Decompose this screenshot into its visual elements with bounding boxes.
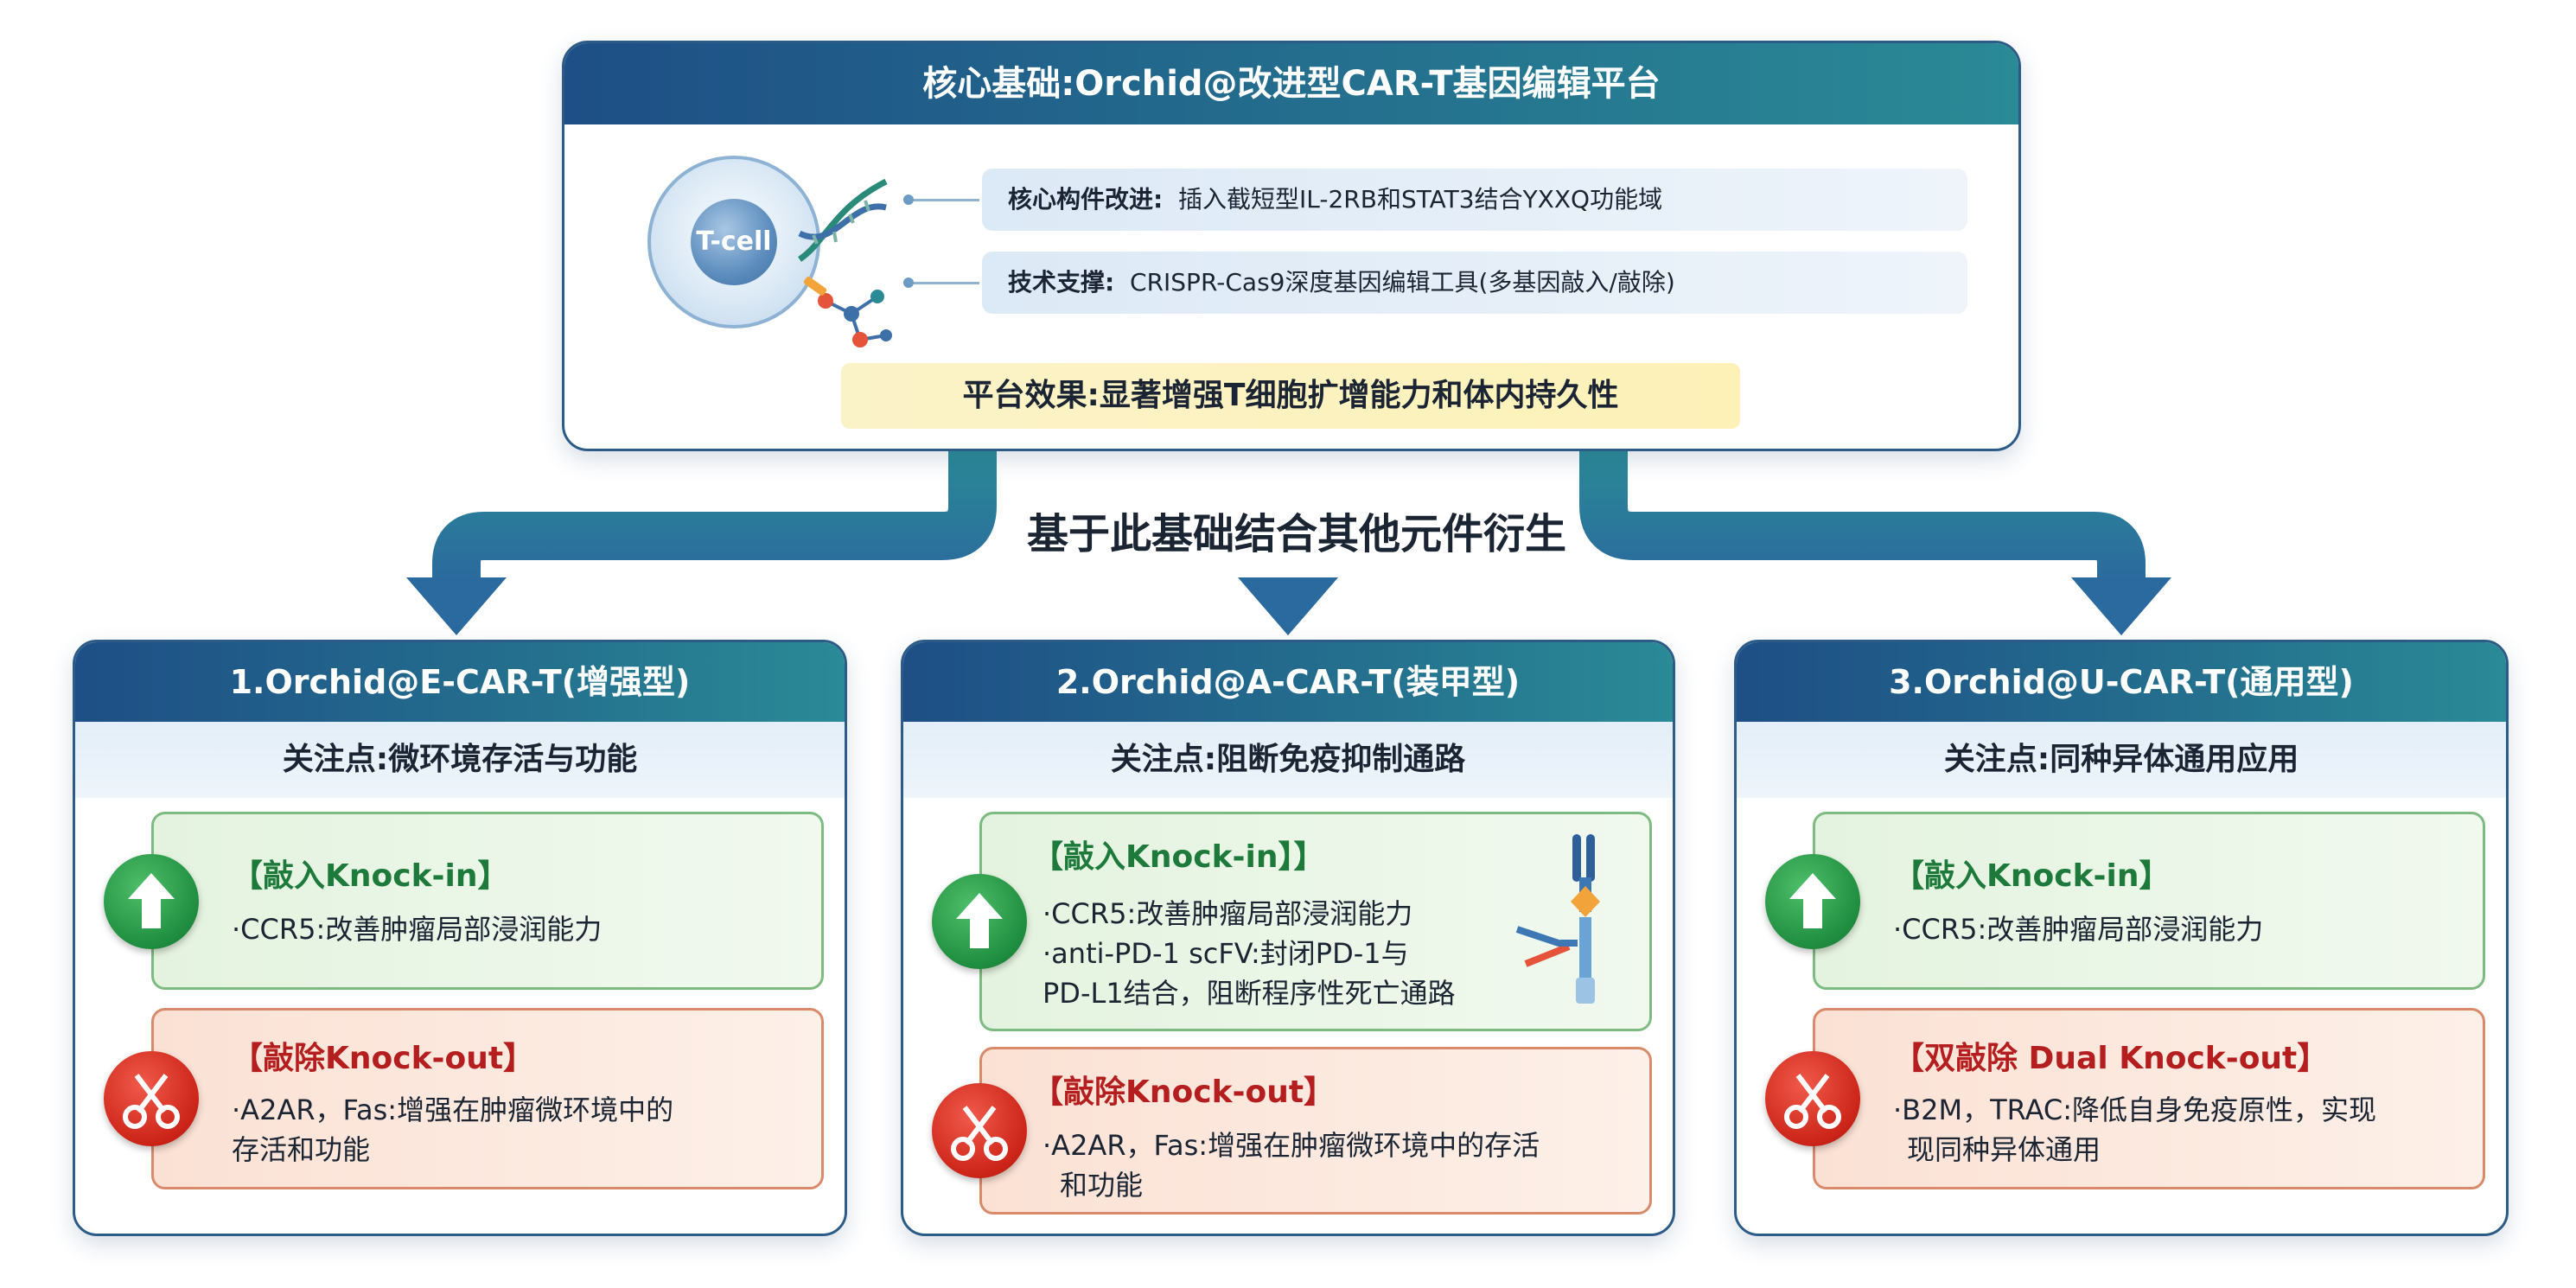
card-title: 3.Orchid@U-CAR-T(通用型) (1737, 642, 2506, 722)
molecule-editing-icon (803, 277, 892, 348)
knock-out-line: ·A2AR，Fas:增强在肿瘤微环境中的存活 (1043, 1129, 1540, 1162)
knock-in-title: 【敲入Knock-in】 (1893, 858, 2171, 894)
up-arrow-icon (932, 874, 1027, 969)
knock-in-box: 【敲入Knock-in】】 ·CCR5:改善肿瘤局部浸润能力 ·anti-PD-… (979, 812, 1652, 1031)
row2-dot (903, 277, 914, 288)
tech-support-text: CRISPR-Cas9深度基因编辑工具(多基因敲入/敲除) (1130, 268, 1675, 296)
scissors-icon (932, 1083, 1027, 1178)
core-component-row: 核心构件改进: 插入截短型IL-2RB和STAT3结合YXXQ功能域 (982, 169, 1967, 231)
knock-out-title: 【双敲除 Dual Knock-out】 (1893, 1041, 2329, 1076)
card-title: 1.Orchid@E-CAR-T(增强型) (75, 642, 845, 722)
card-title: 2.Orchid@A-CAR-T(装甲型) (903, 642, 1673, 722)
knock-out-line: 和功能 (1060, 1169, 1144, 1202)
card-a-car-t: 2.Orchid@A-CAR-T(装甲型) 关注点:阻断免疫抑制通路 【敲入Kn… (901, 640, 1675, 1236)
knock-in-title: 【敲入Knock-in】 (232, 858, 509, 894)
card-focus: 关注点:同种异体通用应用 (1737, 722, 2506, 798)
t-cell-icon (647, 156, 820, 328)
knock-out-line: ·B2M，TRAC:降低自身免疫原性，实现 (1893, 1094, 2377, 1126)
up-arrow-icon (1765, 854, 1860, 949)
arrow-right-branch (1579, 450, 2146, 581)
connector-label: 基于此基础结合其他元件衍生 (1026, 510, 1566, 558)
core-component-label: 核心构件改进: (1008, 185, 1164, 214)
knock-in-line: ·CCR5:改善肿瘤局部浸润能力 (1043, 897, 1413, 930)
up-arrow-icon (104, 854, 199, 949)
tech-support-label: 技术支撑: (1008, 268, 1115, 296)
knock-in-line: PD-L1结合，阻断程序性死亡通路 (1043, 977, 1456, 1010)
t-cell-label: T-cell (691, 199, 777, 285)
knock-out-line: ·A2AR，Fas:增强在肿瘤微环境中的 (232, 1094, 674, 1126)
knock-in-line: ·CCR5:改善肿瘤局部浸润能力 (232, 913, 603, 946)
row1-dot (903, 194, 914, 205)
knock-out-line: 现同种异体通用 (1907, 1133, 2101, 1166)
card-e-car-t: 1.Orchid@E-CAR-T(增强型) 关注点:微环境存活与功能 【敲入Kn… (73, 640, 847, 1236)
antibody-receptor-icon (1515, 834, 1600, 1004)
platform-effect: 平台效果:显著增强T细胞扩增能力和体内持久性 (841, 363, 1740, 429)
core-component-text: 插入截短型IL-2RB和STAT3结合YXXQ功能域 (1178, 185, 1663, 214)
card-focus: 关注点:微环境存活与功能 (75, 722, 845, 798)
knock-in-box: 【敲入Knock-in】 ·CCR5:改善肿瘤局部浸润能力 (1813, 812, 2485, 990)
core-platform-card: 核心基础:Orchid@改进型CAR-T基因编辑平台 T-cell 核心构件改进… (562, 41, 2021, 451)
knock-out-line: 存活和功能 (232, 1133, 371, 1166)
tech-support-row: 技术支撑: CRISPR-Cas9深度基因编辑工具(多基因敲入/敲除) (982, 252, 1967, 314)
scissors-icon (1765, 1051, 1860, 1146)
knock-out-title: 【敲除Knock-out】 (1032, 1074, 1336, 1110)
knock-out-box: 【敲除Knock-out】 ·A2AR，Fas:增强在肿瘤微环境中的存活 和功能 (979, 1047, 1652, 1215)
core-platform-title: 核心基础:Orchid@改进型CAR-T基因编辑平台 (564, 43, 2018, 124)
knock-out-box: 【敲除Knock-out】 ·A2AR，Fas:增强在肿瘤微环境中的 存活和功能 (151, 1008, 824, 1189)
knock-in-box: 【敲入Knock-in】 ·CCR5:改善肿瘤局部浸润能力 (151, 812, 824, 990)
arrow-left-branch (432, 450, 997, 581)
scissors-icon (104, 1051, 199, 1146)
card-focus: 关注点:阻断免疫抑制通路 (903, 722, 1673, 798)
knock-out-title: 【敲除Knock-out】 (232, 1041, 535, 1076)
knock-in-line: ·CCR5:改善肿瘤局部浸润能力 (1893, 913, 2264, 946)
row1-connector (910, 199, 979, 201)
arrow-left-head (406, 577, 507, 635)
knock-in-title: 【敲入Knock-in】】 (1032, 839, 1325, 875)
knock-in-line: ·anti-PD-1 scFV:封闭PD-1与 (1043, 937, 1409, 970)
arrow-center-head (1238, 577, 1338, 635)
dna-helix-icon (797, 178, 888, 262)
arrow-right-head (2071, 577, 2171, 635)
row2-connector (910, 282, 979, 284)
card-u-car-t: 3.Orchid@U-CAR-T(通用型) 关注点:同种异体通用应用 【敲入Kn… (1734, 640, 2509, 1236)
knock-out-box: 【双敲除 Dual Knock-out】 ·B2M，TRAC:降低自身免疫原性，… (1813, 1008, 2485, 1189)
